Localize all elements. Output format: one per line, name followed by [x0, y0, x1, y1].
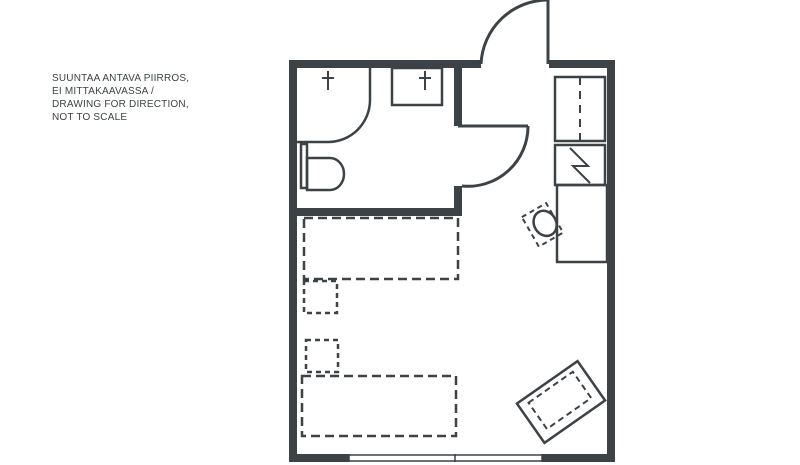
stove-icon — [553, 143, 607, 187]
bed-bottom — [300, 374, 458, 438]
wall-right — [607, 60, 615, 462]
armchair-icon — [515, 359, 607, 445]
wall-left — [289, 60, 297, 462]
bed-top — [302, 216, 460, 281]
scale-note-line-4: NOT TO SCALE — [52, 112, 128, 123]
shower-icon — [322, 71, 334, 90]
window — [348, 454, 543, 462]
sink-icon — [419, 71, 431, 90]
toilet-icon — [299, 142, 346, 192]
nightstand-top — [302, 279, 339, 315]
sink — [390, 66, 444, 107]
bathroom-wall-bottom — [289, 208, 462, 216]
wall-top-right — [549, 60, 615, 68]
outer-walls — [289, 60, 615, 462]
wall-bottom-left — [289, 454, 349, 462]
shower — [297, 68, 372, 144]
bathroom-wall-right-top — [454, 60, 462, 126]
chair-icon — [520, 201, 565, 248]
kitchen-cupboard — [553, 75, 607, 143]
scale-note-line-1: SUUNTAA ANTAVA PIIRROS, — [52, 73, 190, 84]
entrance-door[interactable] — [479, 0, 550, 65]
desk — [555, 183, 609, 264]
bathroom-wall-right-bottom — [454, 186, 462, 216]
scale-note: SUUNTAA ANTAVA PIIRROS, EI MITTAKAAVASSA… — [52, 72, 272, 124]
wall-bottom-right — [542, 454, 615, 462]
nightstand-bottom — [304, 338, 340, 374]
wall-top-left — [289, 60, 481, 68]
bathroom-door[interactable] — [458, 124, 530, 188]
scale-note-line-3: DRAWING FOR DIRECTION, — [52, 99, 189, 110]
scale-note-line-2: EI MITTAKAAVASSA / — [52, 86, 154, 97]
